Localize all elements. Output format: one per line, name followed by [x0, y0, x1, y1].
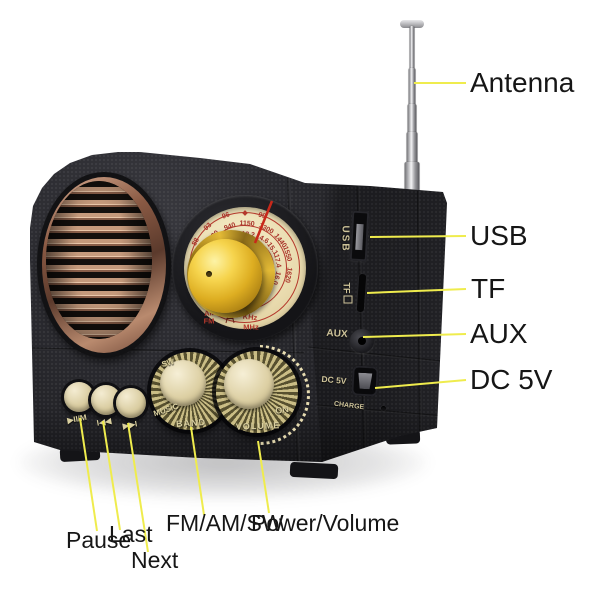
tuning-knob-center: [206, 271, 212, 277]
usb-port: [349, 210, 370, 262]
callout-aux: AUX: [470, 318, 528, 349]
callout-tf: TF: [471, 273, 506, 304]
callout-last: Last: [109, 521, 153, 547]
callout-next: Next: [131, 547, 179, 573]
aux-jack-label: AUX: [326, 327, 348, 341]
antenna-tip: [400, 20, 424, 28]
band-label: BAND: [175, 416, 207, 430]
callout-pause: Pause: [66, 527, 132, 553]
tuning-dial: 88 93 96 99 830 940 1150 1300 1440 1550 …: [172, 195, 318, 341]
dial-number: 1150: [239, 220, 255, 228]
aux-jack: [350, 329, 374, 353]
callout-band: FM/AM/SW: [166, 510, 284, 536]
tuning-knob: [188, 239, 262, 313]
speaker: [37, 172, 171, 358]
callout-antenna: Antenna: [470, 67, 575, 98]
foot: [289, 461, 339, 480]
charge-led: [381, 406, 386, 411]
band-knob-cap: [160, 360, 206, 406]
next-button: [116, 388, 146, 418]
tf-card-icon: [343, 295, 353, 304]
dc-port: [351, 365, 379, 397]
dial-band-fm: FM: [203, 316, 215, 326]
volume-knob-cap: [224, 359, 274, 409]
on-label: ON: [274, 404, 290, 416]
speaker-grille: [46, 181, 152, 339]
usb-port-label: USB: [339, 225, 351, 253]
volume-label: VOLUME: [235, 420, 281, 432]
tf-slot-label: TF: [342, 283, 353, 304]
callout-usb: USB: [470, 220, 528, 251]
callout-dc5v: DC 5V: [470, 364, 553, 395]
dial-unit-mhz2: MHz: [243, 322, 259, 332]
antenna: [396, 16, 428, 192]
play-pause-button: [64, 382, 94, 412]
dc-port-label: DC 5V: [321, 373, 347, 387]
callout-power: Power/Volume: [251, 510, 400, 536]
